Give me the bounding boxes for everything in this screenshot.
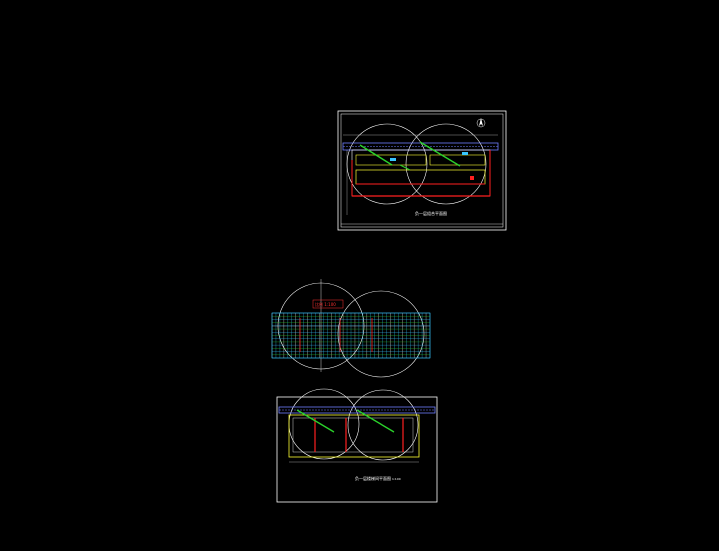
- north-arrow-icon: [476, 118, 486, 128]
- rebar-grid: [271, 312, 431, 359]
- bottom-inner-outline: [292, 417, 414, 453]
- sheet-bottom[interactable]: 负一层楼梯间平面图 1:100: [276, 388, 438, 503]
- bottom-stair-run-1: [296, 409, 335, 433]
- cyan-marker-1: [390, 158, 396, 161]
- bottom-radius-circle-2: [347, 389, 419, 461]
- mid-outline: [271, 312, 431, 359]
- bottom-building-outline: [288, 414, 420, 458]
- scale-label-box: [312, 299, 344, 309]
- sheet-top[interactable]: 负一层组合平面图: [337, 110, 507, 231]
- building-outline: [351, 149, 491, 197]
- scale-label: 比例 1:100: [315, 301, 336, 307]
- cyan-marker-3: [470, 176, 474, 180]
- crane-radius-circle-2: [405, 123, 487, 205]
- room-block-3: [355, 169, 486, 185]
- bottom-stair-run-2: [356, 409, 395, 433]
- stair-run-1: [359, 144, 393, 166]
- sheet-top-title: 负一层组合平面图: [415, 210, 447, 216]
- mid-radius-circle-2: [337, 290, 425, 378]
- sheet-top-inner-frame: [340, 113, 504, 228]
- sheet-bottom-title: 负一层楼梯间平面图: [355, 475, 391, 481]
- crane-radius-circle-1: [346, 123, 428, 205]
- cyan-marker-2: [462, 152, 468, 155]
- room-block-2: [429, 154, 486, 166]
- sheet-top-outer-frame: [337, 110, 507, 231]
- stair-run-3: [399, 164, 411, 171]
- stair-run-2: [419, 141, 461, 167]
- bottom-radius-circle-1: [288, 388, 360, 460]
- sheet-bottom-scale: 1:100: [392, 477, 401, 481]
- sheet-middle[interactable]: 比例 1:100: [271, 279, 431, 378]
- sheet-bottom-outer-frame: [276, 396, 438, 503]
